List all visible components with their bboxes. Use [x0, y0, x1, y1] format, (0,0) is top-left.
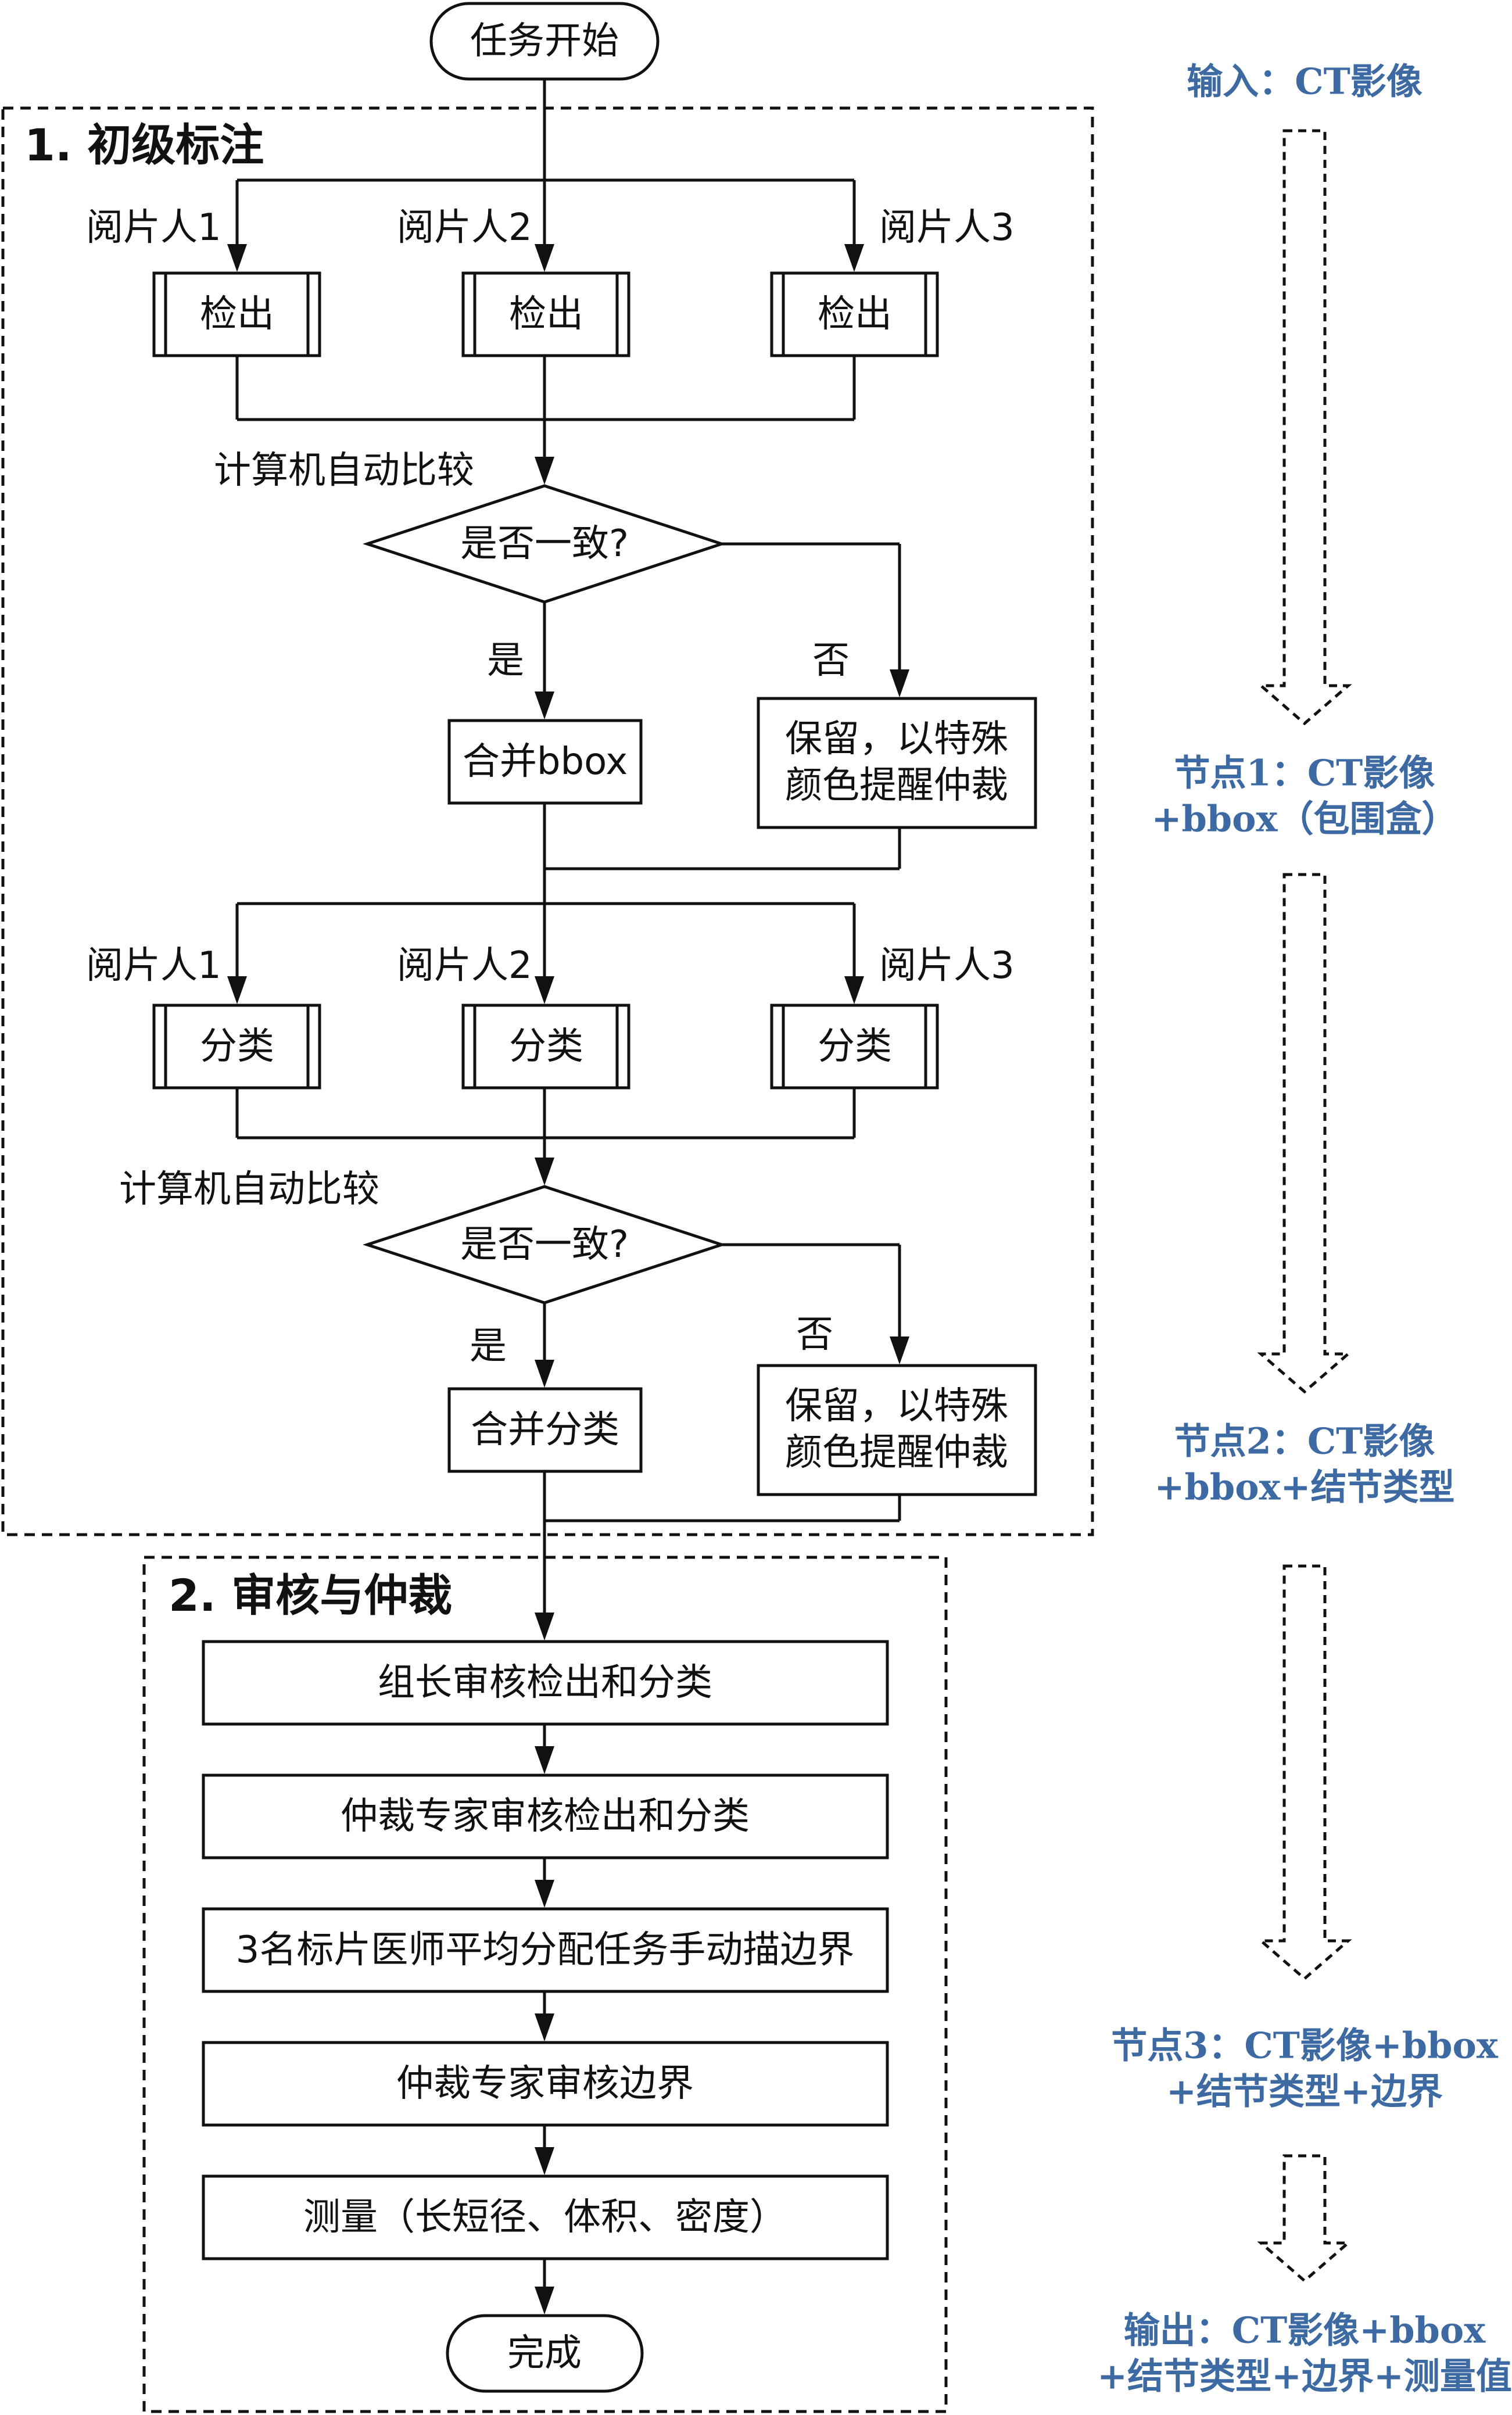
section1-title: 1. 初级标注 — [24, 119, 264, 171]
decision-label-1: 是否一致? — [460, 522, 629, 565]
auto-compare-label-2: 计算机自动比较 — [119, 1168, 379, 1211]
side-arrow-1 — [1257, 129, 1352, 726]
step-label-5: 测量（长短径、体积、密度） — [303, 2196, 787, 2239]
auto-compare-label-1: 计算机自动比较 — [214, 449, 474, 492]
side-arrow-2 — [1257, 873, 1352, 1394]
no-label-2: 否 — [796, 1313, 833, 1356]
retain-box-2 — [757, 1364, 1037, 1496]
yes-label-1: 是 — [487, 639, 524, 682]
classify-label-2: 分类 — [509, 1025, 583, 1068]
side-arrow-3 — [1257, 1564, 1352, 1981]
side-node-1-line1: 节点1：CT影像 — [1174, 751, 1435, 794]
side-node-3-line2: +结节类型+边界 — [1166, 2070, 1443, 2113]
section1-frame — [1, 106, 1094, 1536]
yes-label-2: 是 — [470, 1325, 507, 1368]
side-node-1-line2: +bbox（包围盒） — [1151, 798, 1458, 840]
side-node-2-line1: 节点2：CT影像 — [1174, 1420, 1435, 1463]
finish-label: 完成 — [507, 2332, 582, 2375]
start-label: 任务开始 — [470, 20, 619, 63]
retain-2-line1: 保留，以特殊 — [785, 1385, 1008, 1428]
side-node-2: 节点2：CT影像 +bbox+结节类型 — [1155, 1418, 1455, 1511]
reader-label-3: 阅片人3 — [879, 206, 1015, 249]
merge-class-label: 合并分类 — [471, 1409, 619, 1452]
retain-1-line2: 颜色提醒仲裁 — [785, 764, 1008, 807]
side-node-2-line2: +bbox+结节类型 — [1154, 1466, 1455, 1509]
side-node-1: 节点1：CT影像 +bbox（包围盒） — [1152, 750, 1458, 843]
classify-label-1: 分类 — [200, 1025, 274, 1068]
section2-title: 2. 审核与仲裁 — [169, 1570, 453, 1621]
detect-label-1: 检出 — [200, 293, 274, 336]
reader-label-1: 阅片人1 — [86, 206, 221, 249]
retain-box-1 — [757, 697, 1037, 829]
side-arrow-4 — [1257, 2154, 1352, 2283]
step-label-2: 仲裁专家审核检出和分类 — [341, 1795, 750, 1838]
step-label-1: 组长审核检出和分类 — [378, 1661, 712, 1704]
side-node-0: 输入：CT影像 — [1187, 58, 1422, 104]
reader-label-6: 阅片人3 — [879, 944, 1015, 987]
retain-2-line2: 颜色提醒仲裁 — [785, 1431, 1008, 1474]
reader-label-5: 阅片人2 — [397, 944, 532, 987]
no-label-1: 否 — [812, 639, 850, 682]
finish-terminator — [446, 2314, 644, 2393]
detect-label-2: 检出 — [509, 293, 583, 336]
side-node-4: 输出：CT影像+bbox +结节类型+边界+测量值 — [1097, 2307, 1512, 2400]
step-label-3: 3名标片医师平均分配任务手动描边界 — [235, 1929, 855, 1972]
decision-label-2: 是否一致? — [460, 1223, 629, 1266]
side-node-3: 节点3：CT影像+bbox +结节类型+边界 — [1111, 2023, 1498, 2115]
side-node-4-line2: +结节类型+边界+测量值 — [1097, 2355, 1512, 2398]
side-node-3-line1: 节点3：CT影像+bbox — [1111, 2024, 1498, 2067]
reader-label-2: 阅片人2 — [397, 206, 532, 249]
side-node-4-line1: 输出：CT影像+bbox — [1123, 2309, 1486, 2352]
side-arrows — [1257, 129, 1352, 2283]
arrowheads — [227, 244, 909, 2314]
step-label-4: 仲裁专家审核边界 — [396, 2062, 694, 2105]
classify-label-3: 分类 — [818, 1025, 892, 1068]
reader-label-4: 阅片人1 — [86, 944, 221, 987]
merge-bbox-label: 合并bbox — [462, 740, 628, 783]
retain-1-line1: 保留，以特殊 — [785, 718, 1008, 761]
detect-label-3: 检出 — [818, 293, 892, 336]
side-node-0-line1: 输入：CT影像 — [1187, 60, 1423, 103]
